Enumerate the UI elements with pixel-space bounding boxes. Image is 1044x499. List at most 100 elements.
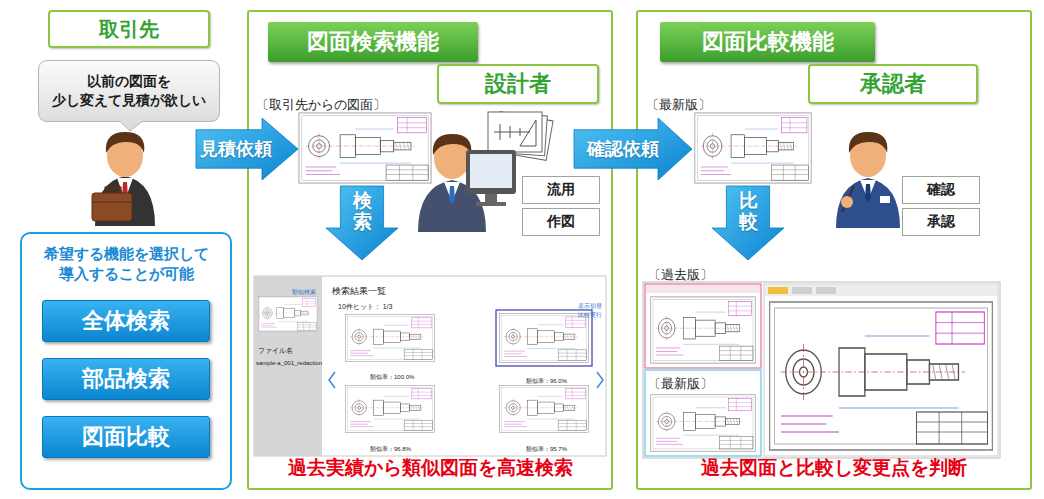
approver-figure: [880, 196, 890, 203]
label-anchor: sample-a_001_redaction: [256, 350, 322, 369]
client-figure: [92, 193, 132, 221]
compare-screen: [765, 285, 997, 296]
drawing-caption: 〔最新版〕: [648, 376, 713, 391]
screen-link: 表示切替: [578, 303, 602, 309]
file-name: sample-a_001_redaction: [256, 360, 322, 366]
label-anchor: 類似率：100.0%: [370, 364, 414, 383]
box-label: 取引先: [99, 16, 159, 43]
label-anchor: 〔過去版〕: [648, 264, 713, 283]
client-figure: [92, 132, 155, 226]
box-label: 見積依頼: [200, 137, 272, 161]
designer-figure: [466, 150, 516, 194]
compare-screen: [643, 282, 1000, 458]
role-tag: 承認者: [808, 64, 978, 104]
label-anchor: 類似率：96.0%: [526, 368, 567, 387]
field-label: ファイル名: [258, 347, 293, 354]
label-anchor: ファイル名: [258, 338, 293, 357]
box-label: 比較: [739, 190, 758, 232]
compare-screen: [770, 302, 993, 450]
label-anchor: 〔最新版〕: [648, 373, 713, 392]
screen-link: 比較実行: [578, 312, 602, 318]
feature-box: 全体検索部品検索図面比較希望する機能を選択して 導入することが可能: [20, 232, 232, 490]
drawing-papers: [520, 120, 536, 146]
box-label: 以前の図面を 少し変えて見積が欲しい: [46, 72, 212, 110]
search-screen: [254, 276, 322, 456]
feature-button: 全体検索: [42, 300, 210, 342]
search-screen: [346, 315, 435, 362]
approver-figure: [842, 186, 854, 212]
approver-figure: [836, 178, 900, 228]
panel-caption: 過去図面と比較し変更点を判断: [701, 455, 967, 481]
source-drawing: [299, 113, 431, 183]
box-label: 図面検索機能: [307, 27, 439, 57]
designer-figure: [476, 202, 506, 206]
box-label: 確認: [927, 181, 955, 199]
hit-count: 10件ヒット： 1/3: [338, 303, 392, 310]
compare-screen: [816, 287, 836, 294]
box-label: 部品検索: [82, 364, 170, 394]
box-label: 全体検索: [82, 306, 170, 336]
box-label: 検索: [353, 190, 372, 232]
compare-screen: [651, 395, 755, 451]
label-anchor: 〔最新版〕: [646, 94, 711, 113]
compare-screen: [651, 297, 755, 363]
party-tag: 取引先: [48, 10, 210, 48]
bubble-shape: [39, 61, 220, 132]
bubble-shape: [38, 60, 220, 122]
speech-bubble: 以前の図面を 少し変えて見積が欲しい: [38, 60, 220, 122]
search-screen: [597, 372, 603, 388]
search-screen: [329, 372, 335, 388]
box-heading: 希望する機能を選択して 導入することが可能: [22, 244, 230, 285]
compare-screen: [646, 285, 760, 293]
approver-figure: [841, 196, 853, 208]
flow-arrow: 見積依頼: [196, 118, 298, 180]
approver-figure: [865, 184, 871, 202]
function-panel: 図面検索機能設計者流用作図 検索過去実績から類似図面を高速検索: [247, 10, 613, 490]
box-label: 承認: [927, 213, 955, 231]
search-screen: [254, 276, 606, 456]
action-box: 流用: [522, 176, 600, 204]
box-label: 流用: [547, 181, 575, 199]
function-panel: 図面比較機能承認者確認承認比較過去図面と比較し変更点を判断: [636, 10, 1032, 490]
screen-link: 類似検索: [292, 289, 316, 295]
screen-title: 検索結果一覧: [332, 286, 386, 296]
similarity-rate: 類似率：96.8%: [370, 446, 411, 452]
action-box: 作図: [522, 208, 600, 236]
role-tag: 設計者: [437, 64, 599, 104]
compare-screen: [645, 284, 761, 368]
designer-figure: [470, 154, 512, 188]
flow-arrow: 確認依頼: [574, 118, 692, 180]
box-label: 作図: [547, 213, 575, 231]
approver-figure: [849, 132, 888, 153]
action-box: 承認: [902, 208, 980, 236]
search-screen: [254, 276, 606, 456]
label-anchor: 10件ヒット： 1/3: [338, 294, 392, 313]
similarity-rate: 類似率：95.7%: [526, 446, 567, 452]
box-label: 設計者: [485, 69, 551, 99]
arrow-shape: [326, 186, 398, 260]
latest-drawing: [695, 113, 811, 183]
arrow-shape: [712, 186, 784, 260]
compare-screen: [643, 282, 1000, 458]
compare-screen: [768, 287, 788, 294]
designer-figure: [418, 134, 516, 232]
client-figure: [106, 132, 145, 153]
search-screen: [258, 296, 317, 331]
approver-figure: [836, 132, 900, 228]
flow-arrow: 検索: [326, 186, 398, 260]
panel-caption: 過去実績から類似図面を高速検索: [288, 455, 573, 481]
latest-drawing: [695, 113, 811, 183]
label-anchor: 検索結果一覧: [332, 279, 386, 298]
drawing-papers: [488, 112, 542, 152]
action-box: 確認: [902, 176, 980, 204]
compare-screen: [792, 287, 812, 294]
label-anchor: 類似率：96.8%: [370, 436, 411, 455]
search-screen: [496, 310, 592, 366]
search-screen: [500, 386, 589, 433]
similarity-rate: 類似率：96.0%: [526, 378, 567, 384]
compare-screen: [645, 370, 761, 456]
search-screen: [500, 314, 589, 363]
arrow-shape: [574, 118, 692, 180]
